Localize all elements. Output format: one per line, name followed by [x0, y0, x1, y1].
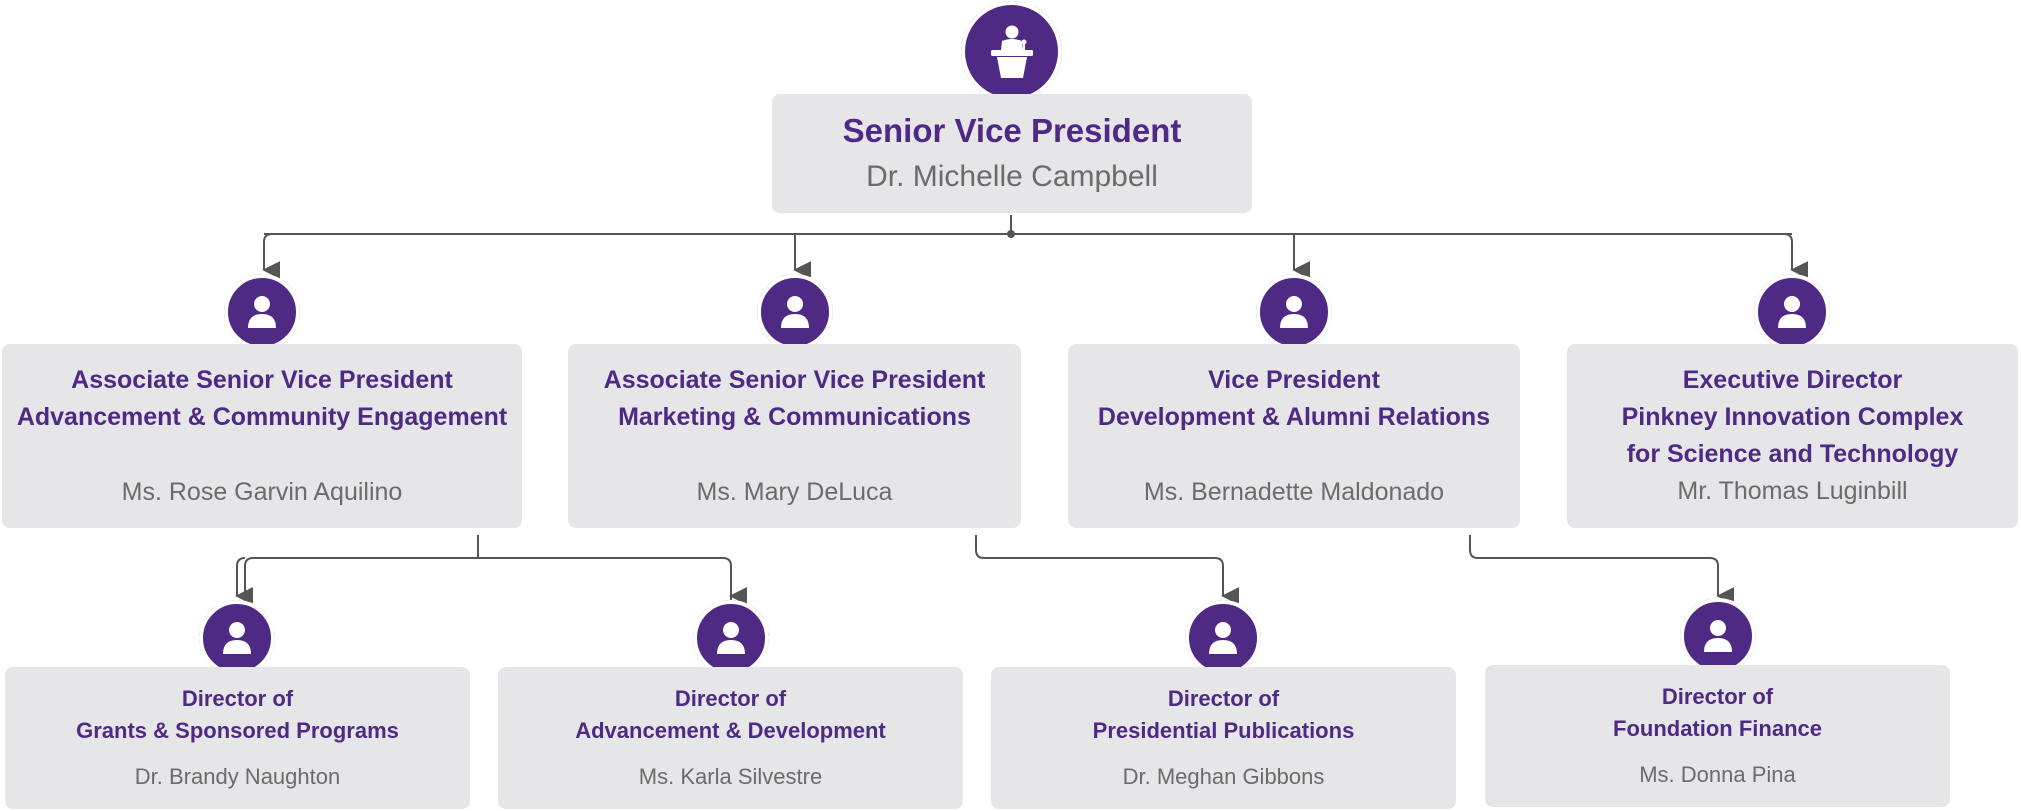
connector-l2-4 [1783, 233, 1809, 279]
node-title-line: Presidential Publications [1092, 718, 1355, 743]
node-title-line: Pinkney Innovation Complex [1621, 403, 1964, 431]
node-title-line: Director of [674, 686, 787, 711]
l2-node-3: Vice President Development & Alumni Rela… [1068, 344, 1520, 528]
node-title-line: Foundation Finance [1613, 716, 1822, 741]
top-title: Senior Vice President [842, 111, 1182, 149]
speaker-podium-icon [990, 25, 1033, 78]
node-name: Ms. Rose Garvin Aquilino [121, 477, 403, 506]
node-title-line: Director of [1167, 686, 1280, 711]
person-icon [223, 622, 251, 654]
node-name: Ms. Mary DeLuca [696, 477, 893, 506]
l2-node-1: Associate Senior Vice President Advancem… [2, 344, 522, 528]
person-badge-l3-4 [1680, 598, 1756, 674]
person-icon [1704, 620, 1732, 652]
person-icon [1280, 296, 1308, 328]
node-title-line: Development & Alumni Relations [1097, 402, 1491, 431]
node-name: Dr. Meghan Gibbons [1122, 764, 1325, 789]
node-title-line: Grants & Sponsored Programs [76, 718, 399, 743]
podium-badge [961, 1, 1062, 102]
person-badge-l3-3 [1185, 600, 1261, 676]
person-icon [1778, 296, 1806, 328]
node-name: Ms. Donna Pina [1639, 762, 1796, 787]
node-title-line: for Science and Technology [1626, 440, 1959, 468]
node-title-line: Director of [181, 686, 294, 711]
person-badge-l2-1 [224, 274, 300, 350]
node-title-line: Advancement & Development [575, 718, 886, 743]
person-badge-l2-2 [757, 274, 833, 350]
node-title-line: Advancement & Community Engagement [16, 402, 508, 431]
connector-l3-1 [237, 558, 245, 566]
node-title-line: Director of [1661, 684, 1774, 709]
l3-node-4: Director of Foundation Finance Ms. Donna… [1485, 665, 1950, 807]
person-badge-l3-1 [199, 600, 275, 676]
connector-junction-dot [1007, 230, 1015, 238]
connector-b3 [1469, 535, 1735, 605]
node-name: Ms. Bernadette Maldonado [1143, 477, 1445, 506]
top-node: Senior Vice President Dr. Michelle Campb… [772, 94, 1252, 213]
person-badge-l2-4 [1754, 274, 1830, 350]
node-title-line: Executive Director [1682, 366, 1903, 394]
connector-b2 [975, 535, 1240, 605]
connector-l2-1 [262, 233, 281, 279]
node-name: Dr. Brandy Naughton [134, 764, 341, 789]
person-icon [717, 622, 745, 654]
person-icon [248, 296, 276, 328]
l2-node-4: Executive Director Pinkney Innovation Co… [1567, 344, 2018, 528]
person-badge-l2-3 [1256, 274, 1332, 350]
l3-node-1: Director of Grants & Sponsored Programs … [5, 667, 470, 809]
l2-node-2: Associate Senior Vice President Marketin… [568, 344, 1021, 528]
top-name: Dr. Michelle Campbell [866, 159, 1158, 193]
person-badge-l3-2 [693, 600, 769, 676]
l3-node-3: Director of Presidential Publications Dr… [991, 667, 1456, 809]
node-name: Ms. Karla Silvestre [638, 764, 823, 789]
node-title-line: Associate Senior Vice President [71, 365, 453, 394]
person-icon [781, 296, 809, 328]
person-icon [1209, 622, 1237, 654]
l3-node-2: Director of Advancement & Development Ms… [498, 667, 963, 809]
node-name: Mr. Thomas Luginbill [1677, 477, 1908, 505]
node-title-line: Associate Senior Vice President [603, 365, 986, 394]
node-title-line: Vice President [1208, 365, 1380, 394]
node-title-line: Marketing & Communications [618, 402, 971, 431]
connector-b1-bus [244, 557, 732, 600]
